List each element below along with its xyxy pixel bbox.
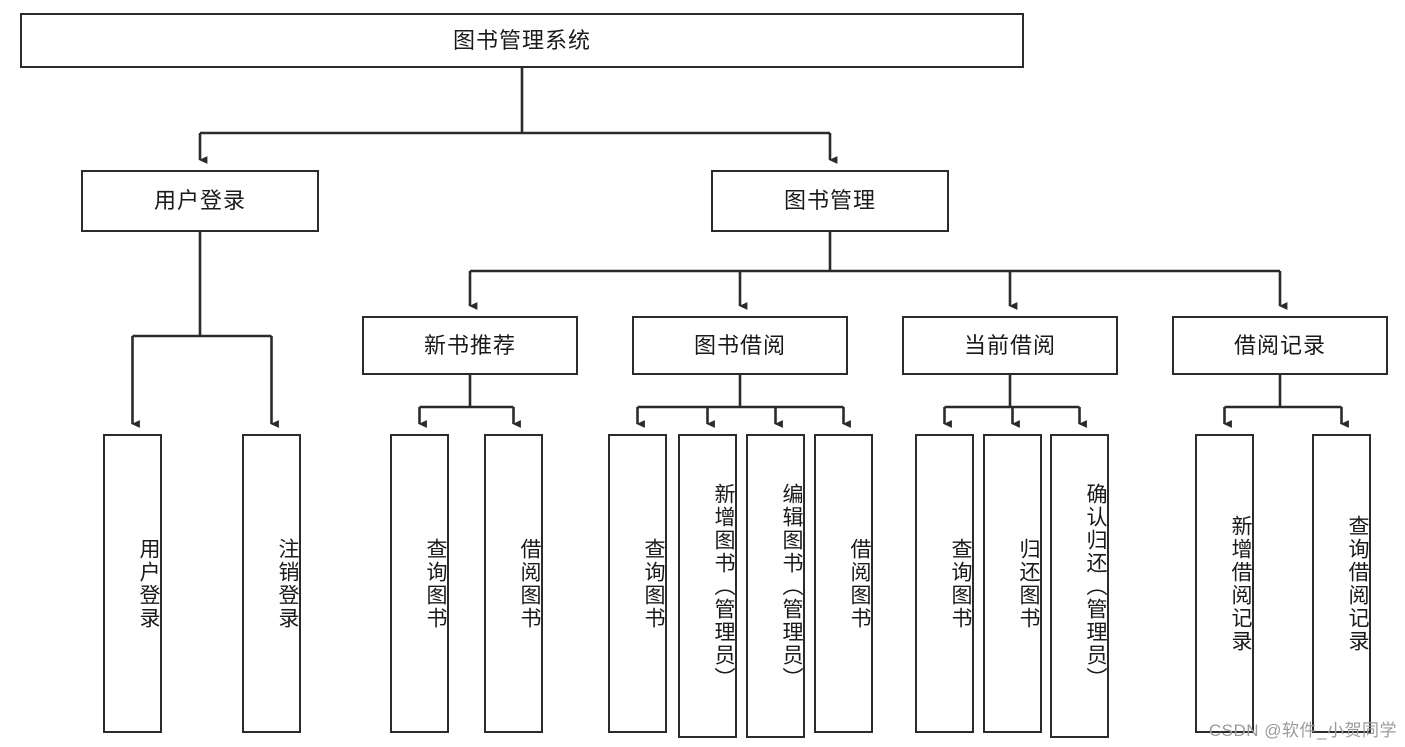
node-label: 查询图书 (949, 537, 972, 630)
node-label: 图书借阅 (693, 332, 786, 358)
node-label: 借阅图书 (518, 537, 541, 630)
node-leaf-query-record[interactable]: 查询借阅记录 (1312, 434, 1371, 733)
node-label: 查询图书 (642, 537, 665, 630)
node-label: 新增图书（管理员） (712, 482, 735, 690)
node-leaf-borrow-book-1[interactable]: 借阅图书 (484, 434, 543, 733)
node-label: 查询借阅记录 (1346, 514, 1369, 653)
node-label: 借阅记录 (1233, 332, 1326, 358)
node-label: 新增借阅记录 (1229, 514, 1252, 653)
node-leaf-query-book-3[interactable]: 查询图书 (915, 434, 974, 733)
node-leaf-add-book[interactable]: 新增图书（管理员） (678, 434, 737, 738)
node-user-login[interactable]: 用户登录 (81, 170, 319, 232)
node-label: 确认归还（管理员） (1084, 482, 1107, 690)
node-label: 新书推荐 (423, 332, 516, 358)
node-leaf-borrow-book-2[interactable]: 借阅图书 (814, 434, 873, 733)
node-label: 用户登录 (153, 188, 246, 214)
node-leaf-query-book-1[interactable]: 查询图书 (390, 434, 449, 733)
node-leaf-return-book[interactable]: 归还图书 (983, 434, 1042, 733)
node-new-book-rec[interactable]: 新书推荐 (362, 316, 578, 375)
node-label: 注销登录 (276, 537, 299, 630)
node-label: 用户登录 (137, 537, 160, 630)
node-leaf-edit-book[interactable]: 编辑图书（管理员） (746, 434, 805, 738)
node-label: 查询图书 (424, 537, 447, 630)
node-label: 图书管理 (783, 188, 876, 214)
node-leaf-user-login[interactable]: 用户登录 (103, 434, 162, 733)
node-leaf-query-book-2[interactable]: 查询图书 (608, 434, 667, 733)
node-label: 当前借阅 (963, 332, 1056, 358)
node-label: 归还图书 (1017, 537, 1040, 630)
node-book-borrow[interactable]: 图书借阅 (632, 316, 848, 375)
watermark-label: CSDN @软件_小贺同学 (1208, 721, 1397, 740)
node-label: 借阅图书 (848, 537, 871, 630)
node-current-borrow[interactable]: 当前借阅 (902, 316, 1118, 375)
node-borrow-record[interactable]: 借阅记录 (1172, 316, 1388, 375)
node-book-manage[interactable]: 图书管理 (711, 170, 949, 232)
node-root[interactable]: 图书管理系统 (20, 13, 1024, 68)
node-leaf-add-record[interactable]: 新增借阅记录 (1195, 434, 1254, 733)
node-leaf-logout[interactable]: 注销登录 (242, 434, 301, 733)
node-label: 图书管理系统 (452, 27, 591, 53)
node-label: 编辑图书（管理员） (780, 482, 803, 690)
node-leaf-confirm-return[interactable]: 确认归还（管理员） (1050, 434, 1109, 738)
